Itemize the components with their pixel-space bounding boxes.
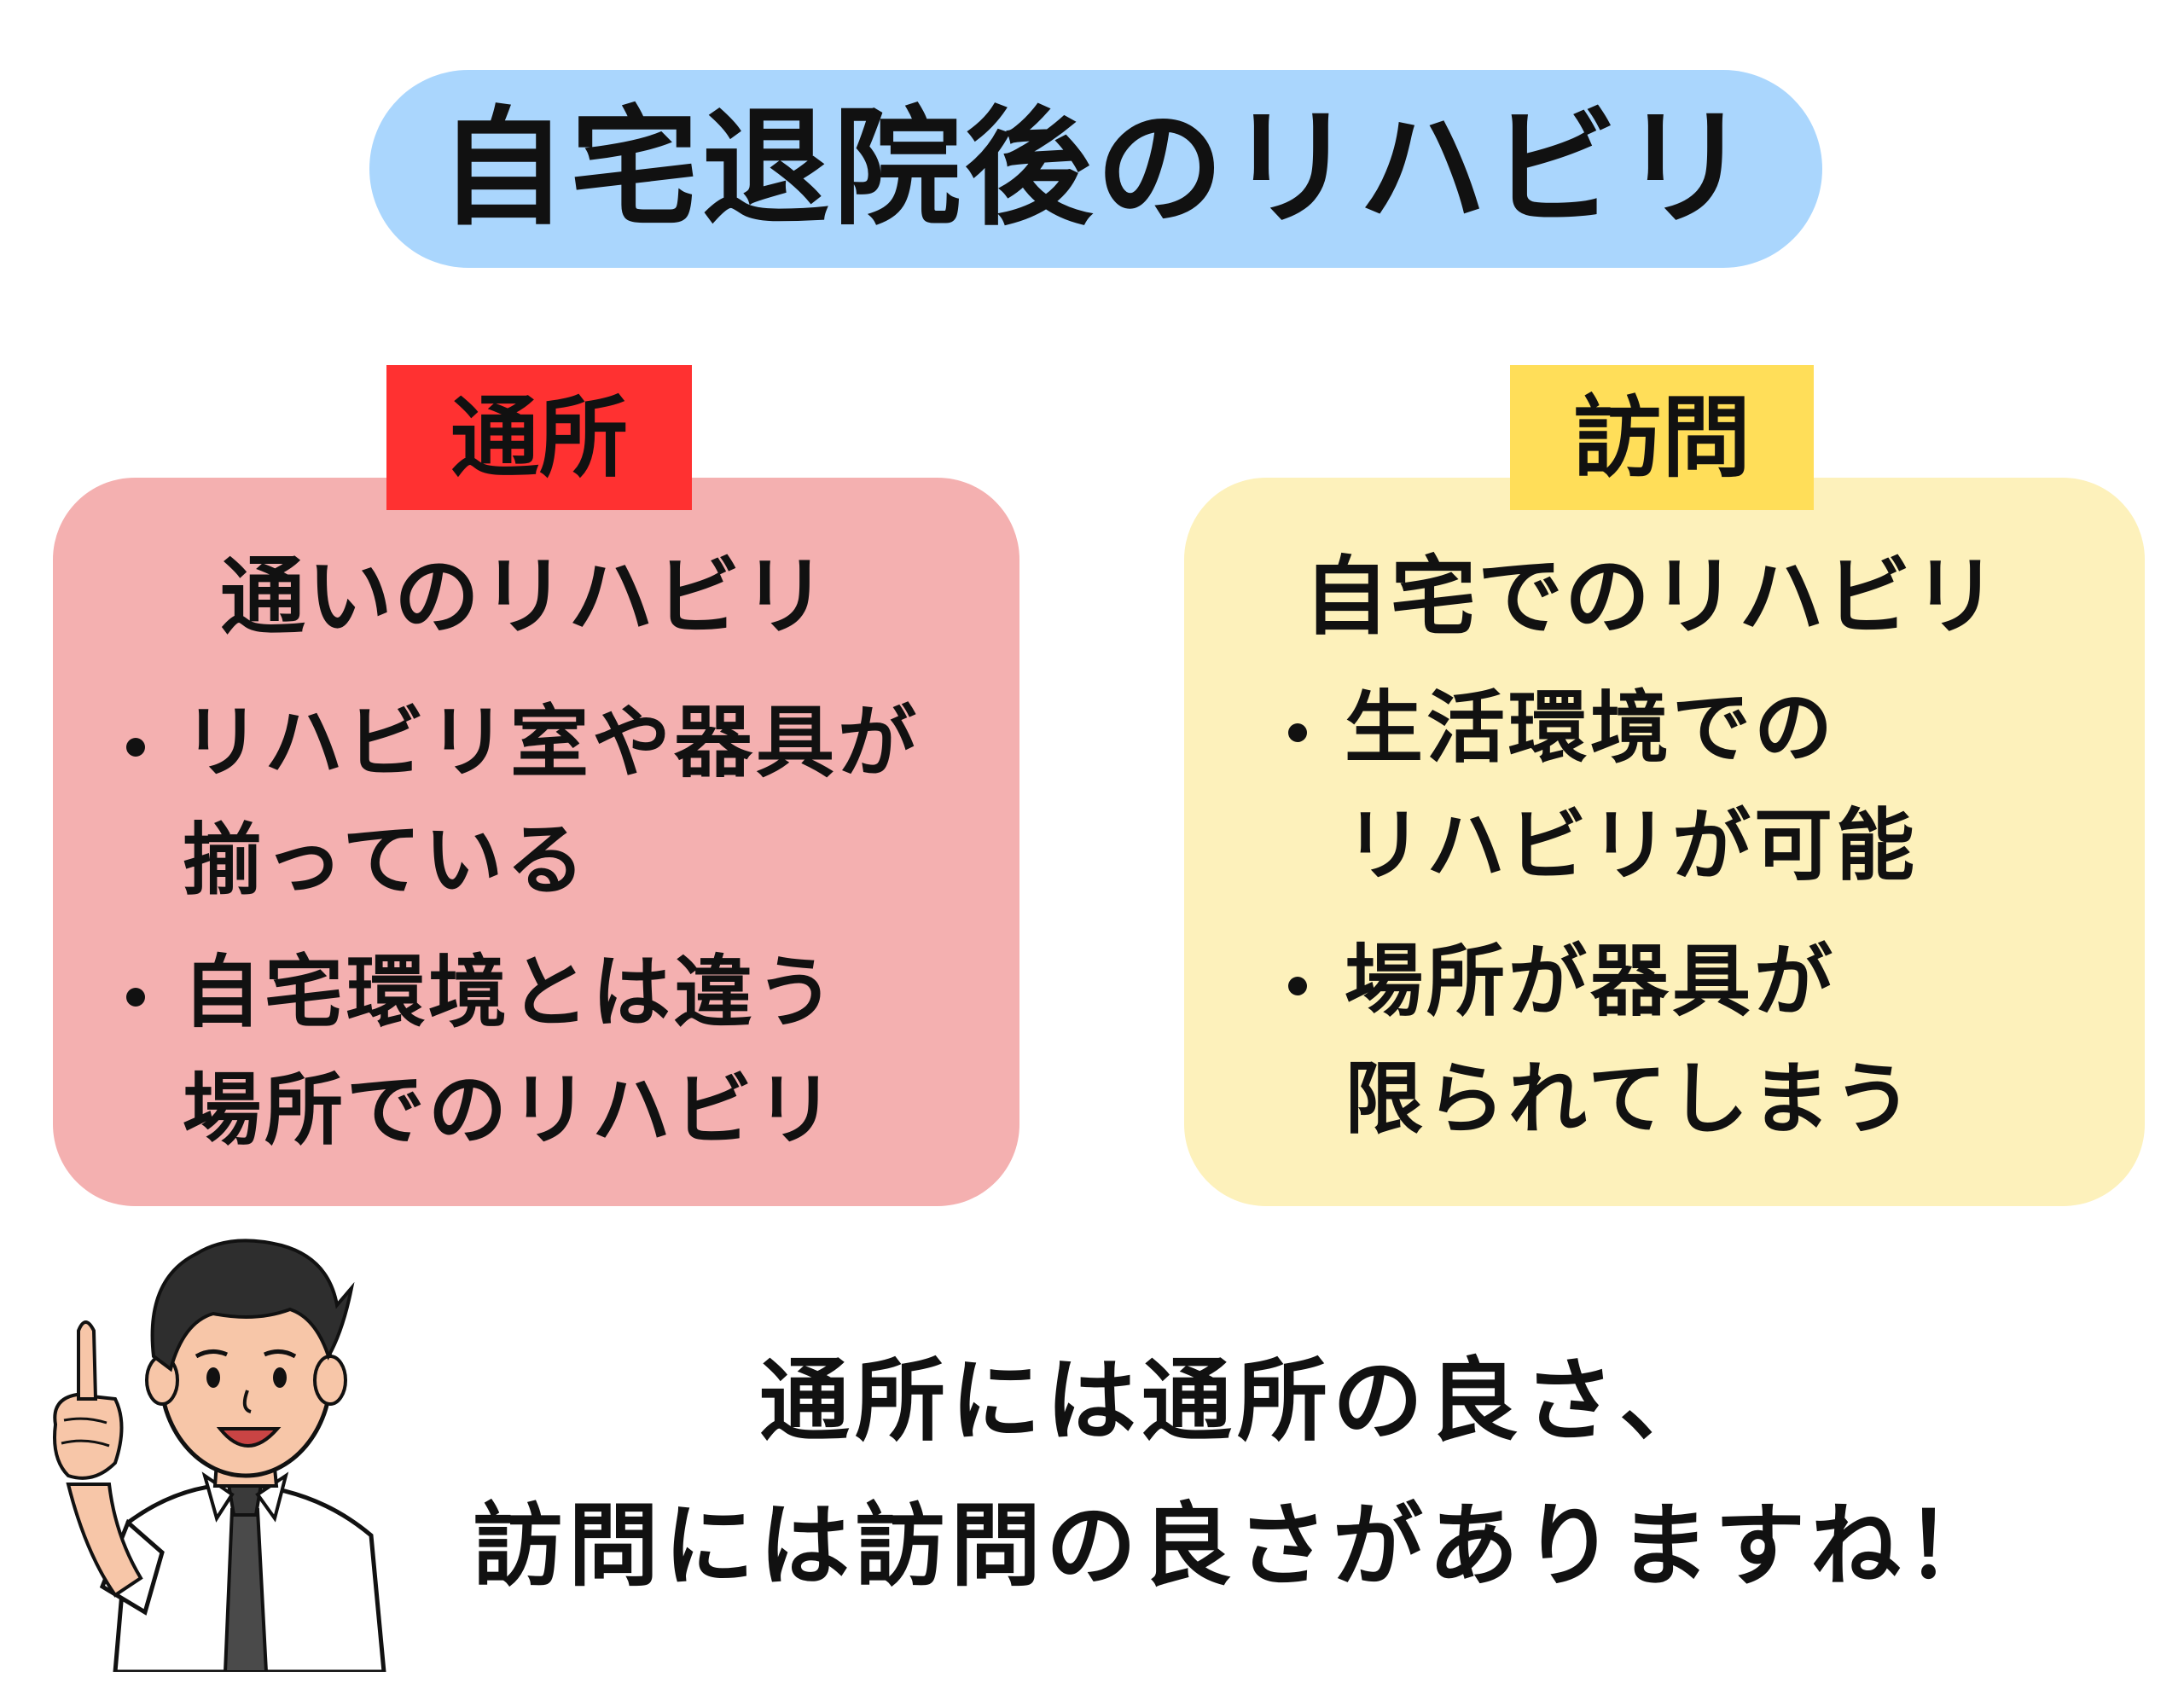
bullet-text-line: 揃っている	[183, 815, 589, 906]
right-card	[1184, 478, 2145, 1206]
page-title: 自宅退院後のリハビリ	[439, 95, 1753, 243]
bullet-text-line: 場所でのリハビリ	[183, 1065, 839, 1156]
title-banner: 自宅退院後のリハビリ	[369, 70, 1822, 268]
left-card	[53, 478, 1019, 1206]
bullet-text-line: 生活環境での	[1345, 682, 1837, 774]
bullet-dot-icon	[1288, 977, 1307, 995]
bullet-text-line: リハビリが可能	[1345, 800, 1919, 891]
bullet-dot-icon	[126, 988, 145, 1007]
closing-message-line-2: 訪問には訪問の良さがありますね！	[473, 1494, 2001, 1599]
left-card-subtitle: 通いのリハビリ	[220, 547, 829, 647]
left-tag: 通所	[386, 365, 692, 510]
right-tag: 訪問	[1510, 365, 1814, 510]
bullet-text-line: 限られてしまう	[1345, 1053, 1916, 1145]
bullet-text-line: 自宅環境とは違う	[183, 947, 839, 1038]
bullet-text-line: リハビリ室や器具が	[183, 697, 921, 788]
man-pointing-up-icon	[53, 1239, 386, 1672]
closing-message-line-1: 通所には通所の良さ、	[759, 1349, 1715, 1454]
bullet-dot-icon	[1288, 723, 1307, 742]
bullet-dot-icon	[126, 738, 145, 757]
bullet-text-line: 場所が器具が	[1345, 936, 1837, 1027]
right-card-subtitle: 自宅でのリハビリ	[1304, 547, 2000, 647]
